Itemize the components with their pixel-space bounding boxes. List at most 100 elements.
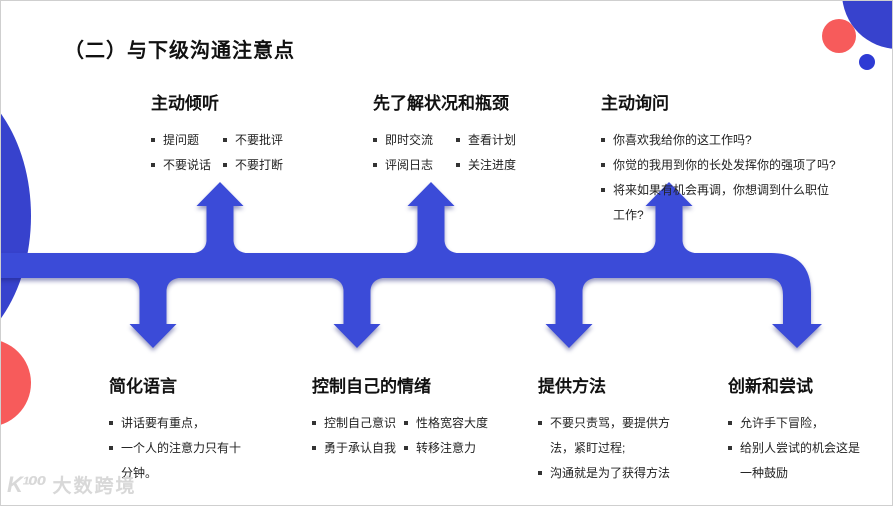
bullet-icon [373,138,377,142]
bullet-text: 关注进度 [468,158,517,172]
bullet-text: 一个人的注意力只有十分钟。 [121,441,242,480]
up-arrow-1 [194,182,246,253]
section-heading: 主动倾听 [151,94,219,113]
bullet-icon [404,421,408,425]
section-heading: 创新和尝试 [728,377,813,396]
bullet-text: 允许手下冒险， [740,416,825,430]
list-item: 不要打断 [223,153,283,178]
list-item: 将来如果有机会再调，你想调到什么职位工作? [601,178,841,228]
bullet-text: 控制自己意识 [324,416,397,430]
bullet-icon [601,138,605,142]
small-blue-dot-decoration [859,54,875,70]
bullet-icon [151,163,155,167]
bullet-text: 勇于承认自我 [324,441,397,455]
list-item: 你觉的我用到你的长处发挥你的强项了吗? [601,153,841,178]
bullet-icon [728,421,732,425]
list-item: 沟通就是为了获得方法 [538,461,678,486]
bullet-text: 即时交流 [385,133,434,147]
bullet-icon [312,421,316,425]
list-item: 允许手下冒险， [728,411,868,436]
bullet-text: 转移注意力 [416,441,477,455]
bullet-columns: 控制自己意识 勇于承认自我 性格宽容大度 转移注意力 [312,411,488,461]
list-item: 给别人尝试的机会这是一种鼓励 [728,436,868,486]
down-arrow-2 [331,278,383,348]
bullet-icon [151,138,155,142]
bullet-icon [109,421,113,425]
bullet-text: 不要打断 [235,158,284,172]
bottom-left-red-circle-decoration [1,341,31,425]
bullet-icon [109,446,113,450]
list-item: 讲话要有重点， [109,411,249,436]
bullet-text: 不要批评 [235,133,284,147]
list-item: 不要说话 [151,153,223,178]
list-item: 你喜欢我给你的这工作吗? [601,128,841,153]
top-right-red-circle-decoration [822,19,856,53]
list-item: 一个人的注意力只有十分钟。 [109,436,249,486]
bullet-text: 不要只责骂，要提供方法，紧盯过程; [550,416,671,455]
section-heading: 简化语言 [109,377,177,396]
bullet-columns: 即时交流 评阅日志 查看计划 关注进度 [373,128,516,178]
bullet-text: 评阅日志 [385,158,434,172]
bullet-text: 不要说话 [163,158,212,172]
section-control-emotions: 控制自己的情绪 控制自己意识 勇于承认自我 性格宽容大度 转移注意力 [312,372,488,461]
bullet-text: 性格宽容大度 [416,416,489,430]
bullet-text: 查看计划 [468,133,517,147]
page-title: （二）与下级沟通注意点 [64,40,295,62]
down-arrow-1 [127,278,179,348]
bullet-list: 不要只责骂，要提供方法，紧盯过程; 沟通就是为了获得方法 [538,411,678,486]
list-item: 勇于承认自我 [312,436,404,461]
bullet-text: 给别人尝试的机会这是一种鼓励 [740,441,861,480]
section-heading: 先了解状况和瓶颈 [373,94,509,113]
bullet-columns: 提问题 不要说话 不要批评 不要打断 [151,128,283,178]
bullet-icon [601,188,605,192]
bullet-icon [601,163,605,167]
bullet-column: 性格宽容大度 转移注意力 [404,411,488,461]
list-item: 提问题 [151,128,223,153]
bullet-column: 查看计划 关注进度 [456,128,516,178]
bullet-list: 你喜欢我给你的这工作吗? 你觉的我用到你的长处发挥你的强项了吗? 将来如果有机会… [601,128,841,228]
bullet-icon [373,163,377,167]
section-heading: 控制自己的情绪 [312,377,431,396]
down-arrow-3 [543,278,595,348]
list-item: 转移注意力 [404,436,488,461]
section-active-listening: 主动倾听 提问题 不要说话 不要批评 不要打断 [151,89,283,178]
up-arrow-2 [405,182,457,253]
bullet-list: 讲话要有重点， 一个人的注意力只有十分钟。 [109,411,249,486]
list-item: 评阅日志 [373,153,456,178]
list-item: 即时交流 [373,128,456,153]
bullet-column: 不要批评 不要打断 [223,128,283,178]
section-simplify-language: 简化语言 讲话要有重点， 一个人的注意力只有十分钟。 [109,372,249,486]
bullet-icon [223,138,227,142]
list-item: 查看计划 [456,128,516,153]
section-ask-proactively: 主动询问 你喜欢我给你的这工作吗? 你觉的我用到你的长处发挥你的强项了吗? 将来… [601,89,841,228]
bullet-text: 提问题 [163,133,200,147]
section-innovate-and-try: 创新和尝试 允许手下冒险， 给别人尝试的机会这是一种鼓励 [728,372,868,486]
bullet-text: 讲话要有重点， [121,416,206,430]
list-item: 不要批评 [223,128,283,153]
bullet-icon [538,471,542,475]
bullet-text: 沟通就是为了获得方法 [550,466,671,480]
list-item: 性格宽容大度 [404,411,488,436]
bullet-icon [456,138,460,142]
bullet-icon [456,163,460,167]
bullet-icon [538,421,542,425]
bullet-icon [728,446,732,450]
section-heading: 主动询问 [601,94,669,113]
section-understand-status: 先了解状况和瓶颈 即时交流 评阅日志 查看计划 关注进度 [373,89,516,178]
bullet-column: 即时交流 评阅日志 [373,128,456,178]
top-right-blue-circle-decoration [842,1,892,49]
list-item: 控制自己意识 [312,411,404,436]
watermark-logo-icon: K¹⁰⁰ [7,471,46,497]
bullet-column: 控制自己意识 勇于承认自我 [312,411,404,461]
left-blue-circle-decoration [1,113,31,319]
bullet-text: 你觉的我用到你的长处发挥你的强项了吗? [613,158,836,172]
bullet-text: 将来如果有机会再调，你想调到什么职位工作? [613,183,830,222]
timeline-band-right-down-arrow [1,253,822,348]
bullet-text: 你喜欢我给你的这工作吗? [613,133,752,147]
bullet-list: 允许手下冒险， 给别人尝试的机会这是一种鼓励 [728,411,868,486]
bullet-icon [223,163,227,167]
watermark: K¹⁰⁰ 大数跨境 [7,471,137,498]
bullet-icon [312,446,316,450]
section-heading: 提供方法 [538,377,606,396]
